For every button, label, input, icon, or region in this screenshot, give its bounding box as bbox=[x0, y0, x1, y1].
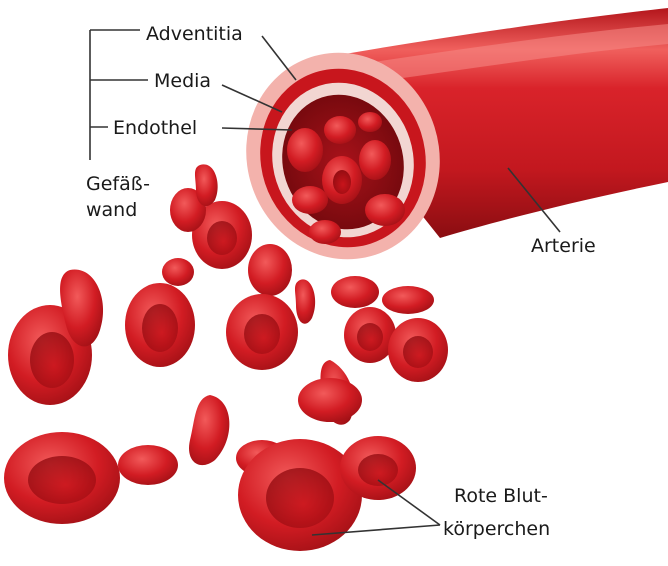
label-media: Media bbox=[154, 70, 211, 92]
label-endothel: Endothel bbox=[113, 117, 197, 139]
label-arterie: Arterie bbox=[531, 235, 596, 257]
rbc bbox=[4, 432, 120, 524]
label-rbc-1: Rote Blut- bbox=[454, 485, 548, 507]
rbc bbox=[295, 279, 315, 323]
label-gefaesswand-1: Gefäß- bbox=[86, 173, 150, 195]
rbc bbox=[118, 445, 178, 485]
rbc bbox=[388, 318, 448, 382]
rbc bbox=[340, 436, 416, 500]
rbc bbox=[195, 164, 218, 206]
rbc bbox=[331, 276, 379, 308]
rbc bbox=[298, 378, 362, 422]
rbc bbox=[125, 283, 195, 367]
rbc bbox=[226, 294, 298, 370]
artery-tube bbox=[220, 8, 668, 285]
rbc bbox=[189, 395, 229, 465]
rbc bbox=[344, 307, 396, 363]
label-adventitia: Adventitia bbox=[146, 23, 243, 45]
rbc bbox=[248, 244, 292, 296]
label-rbc-2: körperchen bbox=[443, 518, 550, 540]
rbc-leader-1 bbox=[378, 480, 440, 525]
adventitia-leader bbox=[262, 36, 296, 80]
rbc bbox=[382, 286, 434, 314]
rbc bbox=[162, 258, 194, 286]
label-gefaesswand-2: wand bbox=[86, 199, 137, 221]
